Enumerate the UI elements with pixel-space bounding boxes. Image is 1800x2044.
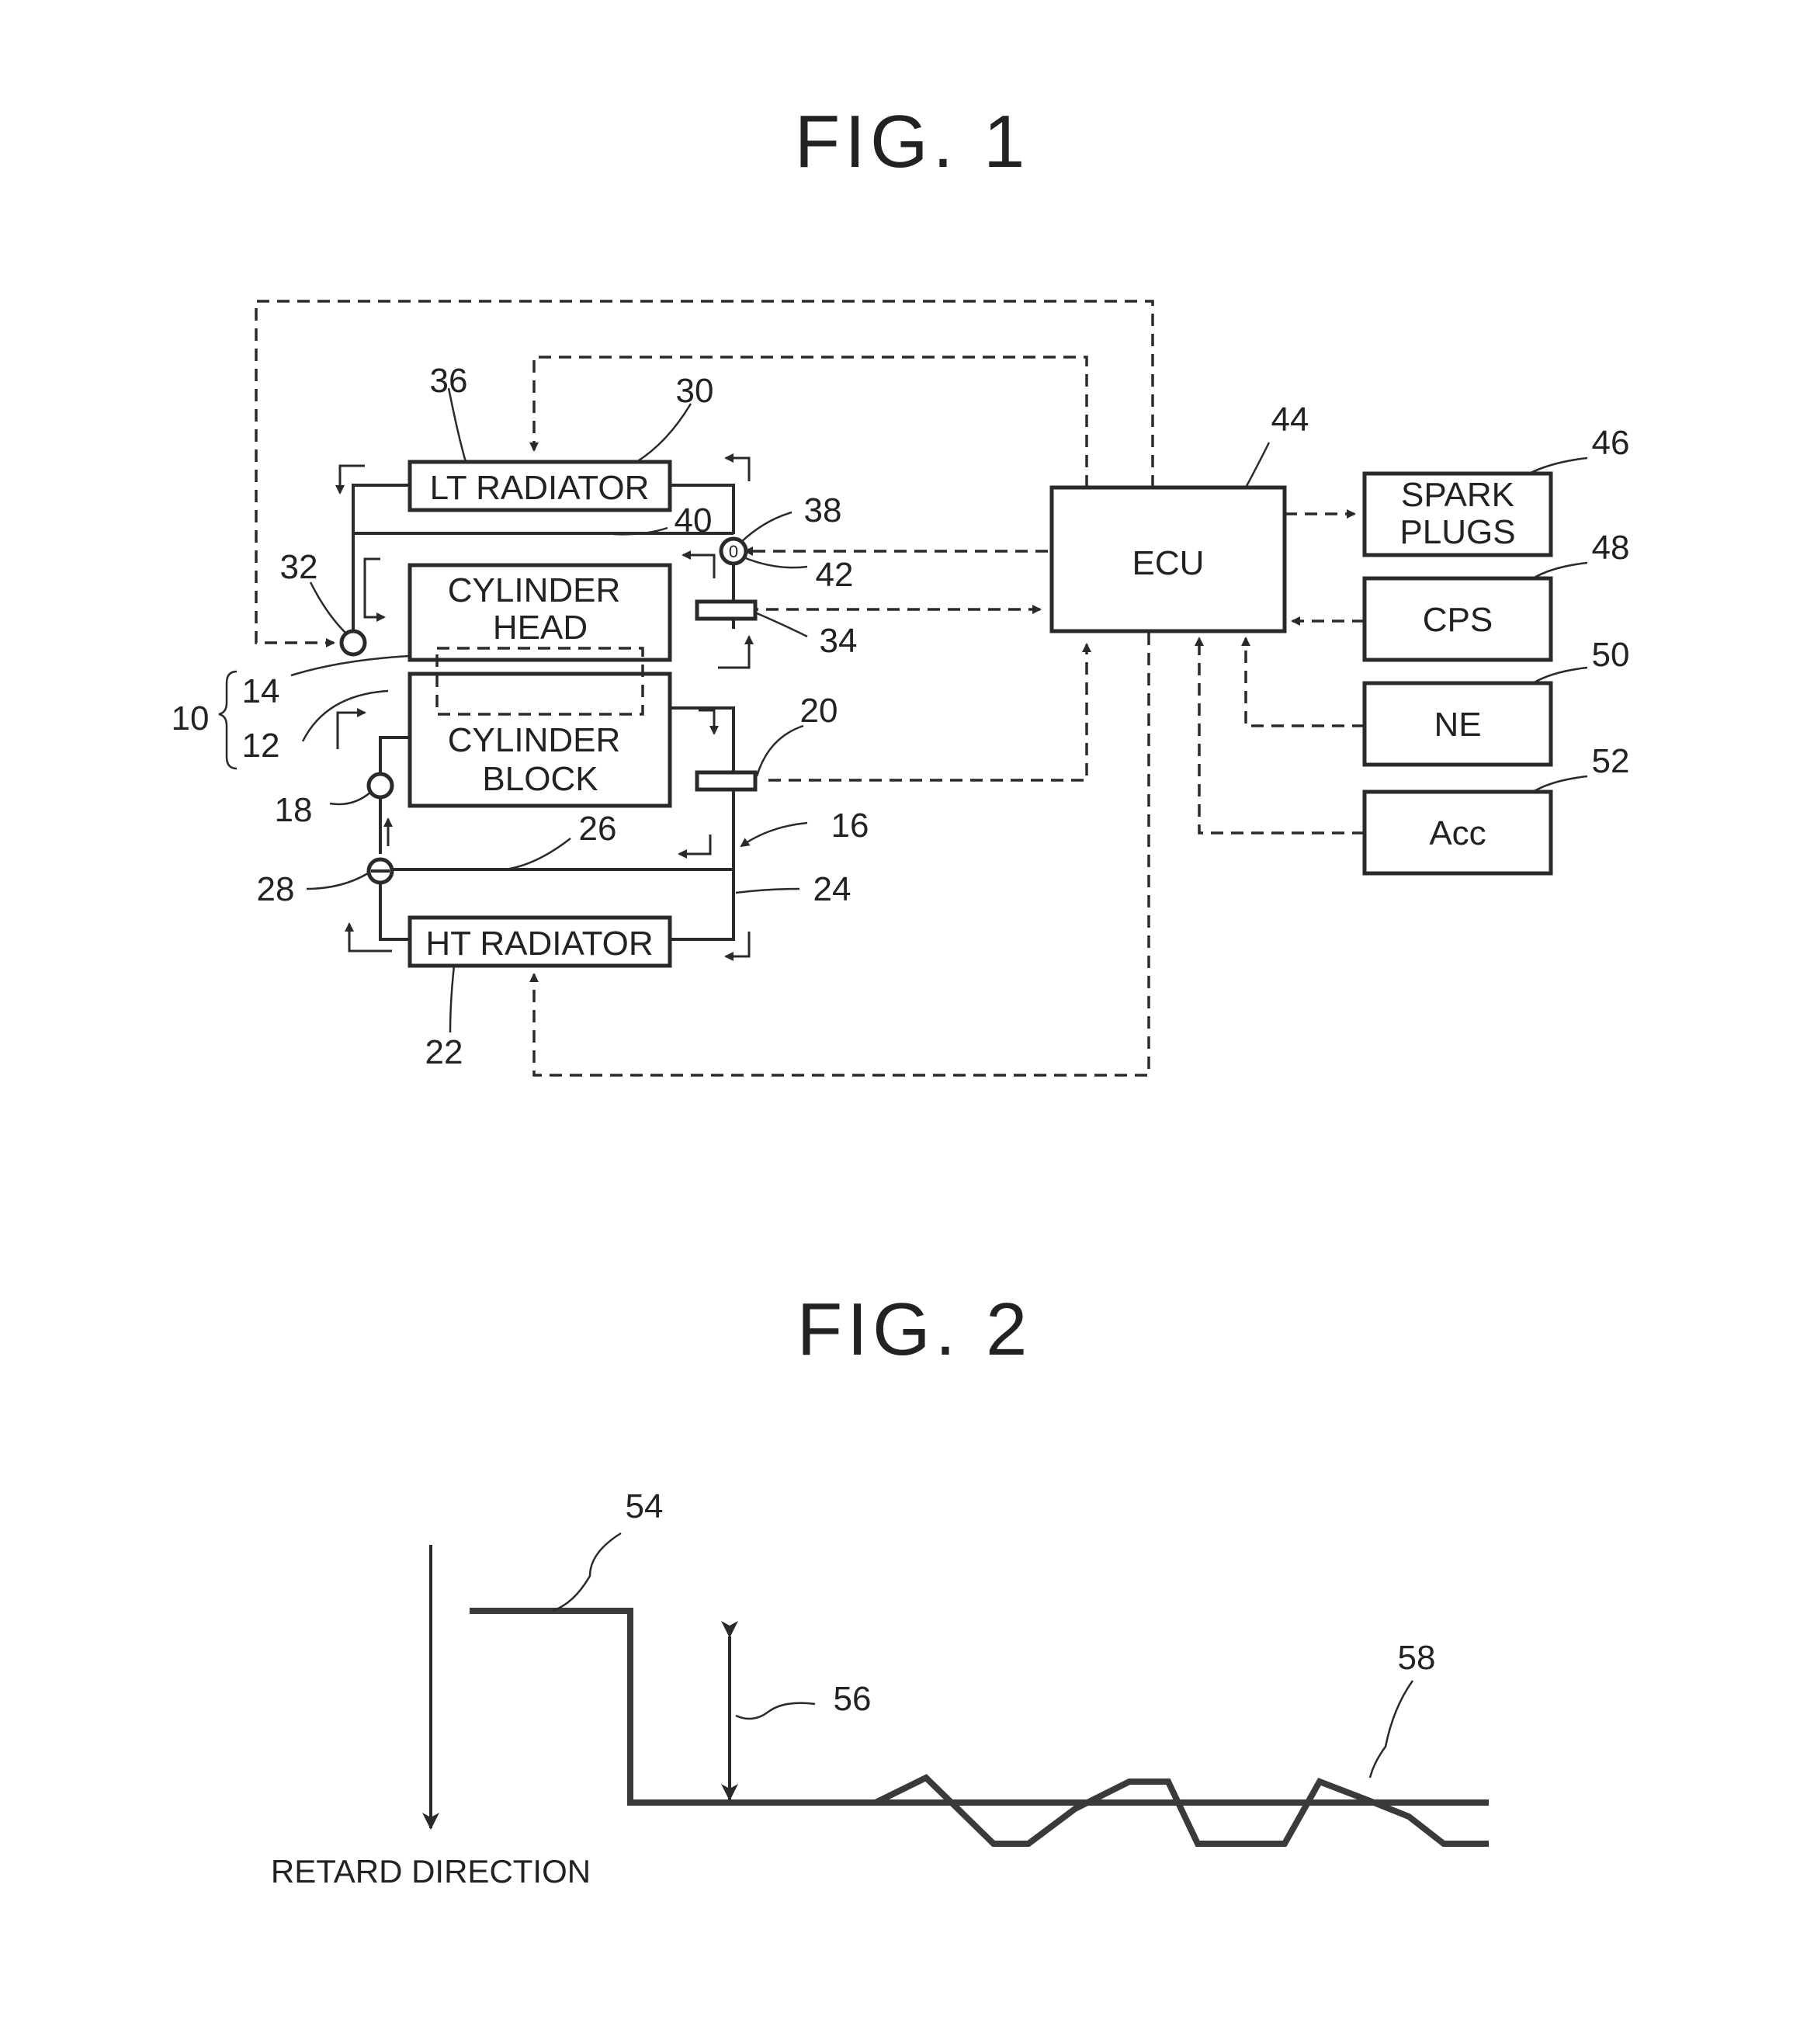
cylinder-head-label-1: CYLINDER <box>448 571 621 609</box>
ref-40: 40 <box>675 501 713 540</box>
leader-54 <box>553 1533 621 1611</box>
ref-56: 56 <box>834 1680 872 1718</box>
ref-14: 14 <box>242 672 280 710</box>
signal-line-acc-to-ecu <box>1199 638 1365 833</box>
leader-26 <box>505 838 571 869</box>
ref-16: 16 <box>831 807 869 845</box>
leader-50 <box>1533 668 1587 683</box>
flow-arrow-block-in <box>338 713 365 749</box>
leader-42 <box>744 557 807 567</box>
ref-22: 22 <box>425 1033 463 1071</box>
fig1-title: FIG. 1 <box>795 100 1030 183</box>
leader-48 <box>1533 563 1587 578</box>
flow-arrow-ht-right <box>726 932 749 956</box>
signal-line-ecu-to-pump-32 <box>256 301 1153 643</box>
leader-44 <box>1246 442 1269 488</box>
flow-arrow-ht-left <box>349 924 392 951</box>
leader-24 <box>736 889 799 893</box>
ref-58: 58 <box>1398 1639 1436 1677</box>
leader-16 <box>741 823 807 846</box>
leader-20 <box>757 726 803 776</box>
ref-50: 50 <box>1592 636 1630 674</box>
ref-42: 42 <box>816 556 854 594</box>
brace-10 <box>219 672 237 769</box>
timing-trace-54 <box>470 1611 1489 1803</box>
acc-label: Acc <box>1429 814 1486 852</box>
ref-52: 52 <box>1592 742 1630 780</box>
ref-46: 46 <box>1592 424 1630 462</box>
cylinder-block-label-2: BLOCK <box>482 760 598 798</box>
spark-plugs-label-2: PLUGS <box>1399 513 1515 551</box>
leader-28 <box>307 873 368 889</box>
ref-44: 44 <box>1271 401 1309 439</box>
leader-30 <box>636 404 691 462</box>
ref-26: 26 <box>579 810 617 848</box>
ne-label: NE <box>1434 706 1481 744</box>
lt-radiator-label: LT RADIATOR <box>430 469 650 507</box>
spark-plugs-label-1: SPARK <box>1401 476 1514 514</box>
leader-38 <box>741 512 792 542</box>
ht-radiator-label: HT RADIATOR <box>425 925 653 963</box>
ref-10: 10 <box>172 699 210 737</box>
ref-20: 20 <box>800 692 838 730</box>
leader-18 <box>330 792 371 804</box>
flow-arrow-head-out <box>683 555 714 578</box>
ref-54: 54 <box>626 1487 664 1525</box>
signal-line-ne-to-ecu <box>1246 638 1365 726</box>
timing-trace-58 <box>876 1778 1489 1844</box>
ref-18: 18 <box>275 791 313 829</box>
ref-34: 34 <box>820 622 858 660</box>
ref-36: 36 <box>430 362 468 400</box>
cps-label: CPS <box>1423 601 1493 639</box>
pump-18 <box>369 774 392 797</box>
pump-32 <box>342 631 365 654</box>
temp-sensor-34 <box>697 602 755 619</box>
temp-sensor-20 <box>697 772 755 789</box>
leader-12 <box>303 691 388 741</box>
retard-direction-label: RETARD DIRECTION <box>271 1853 591 1890</box>
leader-56 <box>736 1703 815 1719</box>
fig1: FIG. 1 LT RADIATOR CYLINDER HEAD CYLIND <box>172 100 1630 1075</box>
cylinder-block-label-1: CYLINDER <box>448 721 621 759</box>
leader-58 <box>1370 1681 1413 1778</box>
ref-48: 48 <box>1592 529 1630 567</box>
flow-arrow-bypass-mid <box>679 835 710 854</box>
leader-32 <box>310 582 345 633</box>
flow-arrow-head-in <box>365 559 384 617</box>
leader-22 <box>450 966 454 1032</box>
ref-32: 32 <box>280 548 318 586</box>
flow-arrow-head-side <box>718 637 749 668</box>
valve-38-glyph: 0 <box>729 542 738 561</box>
flow-arrow-block-out <box>699 710 714 734</box>
ref-24: 24 <box>813 870 851 908</box>
fig2: FIG. 2 RETARD DIRECTION 54 56 58 <box>271 1288 1489 1890</box>
ecu-label: ECU <box>1132 544 1205 582</box>
leader-52 <box>1533 776 1587 792</box>
cylinder-head-label-2: HEAD <box>493 609 588 647</box>
ref-28: 28 <box>257 870 295 908</box>
flow-arrow-lt-right <box>726 458 749 481</box>
leader-46 <box>1529 458 1587 474</box>
ref-30: 30 <box>676 372 714 410</box>
ref-12: 12 <box>242 727 280 765</box>
leader-34 <box>757 613 807 637</box>
fig2-title: FIG. 2 <box>797 1288 1032 1371</box>
ref-38: 38 <box>804 491 842 529</box>
leader-14 <box>291 656 410 675</box>
